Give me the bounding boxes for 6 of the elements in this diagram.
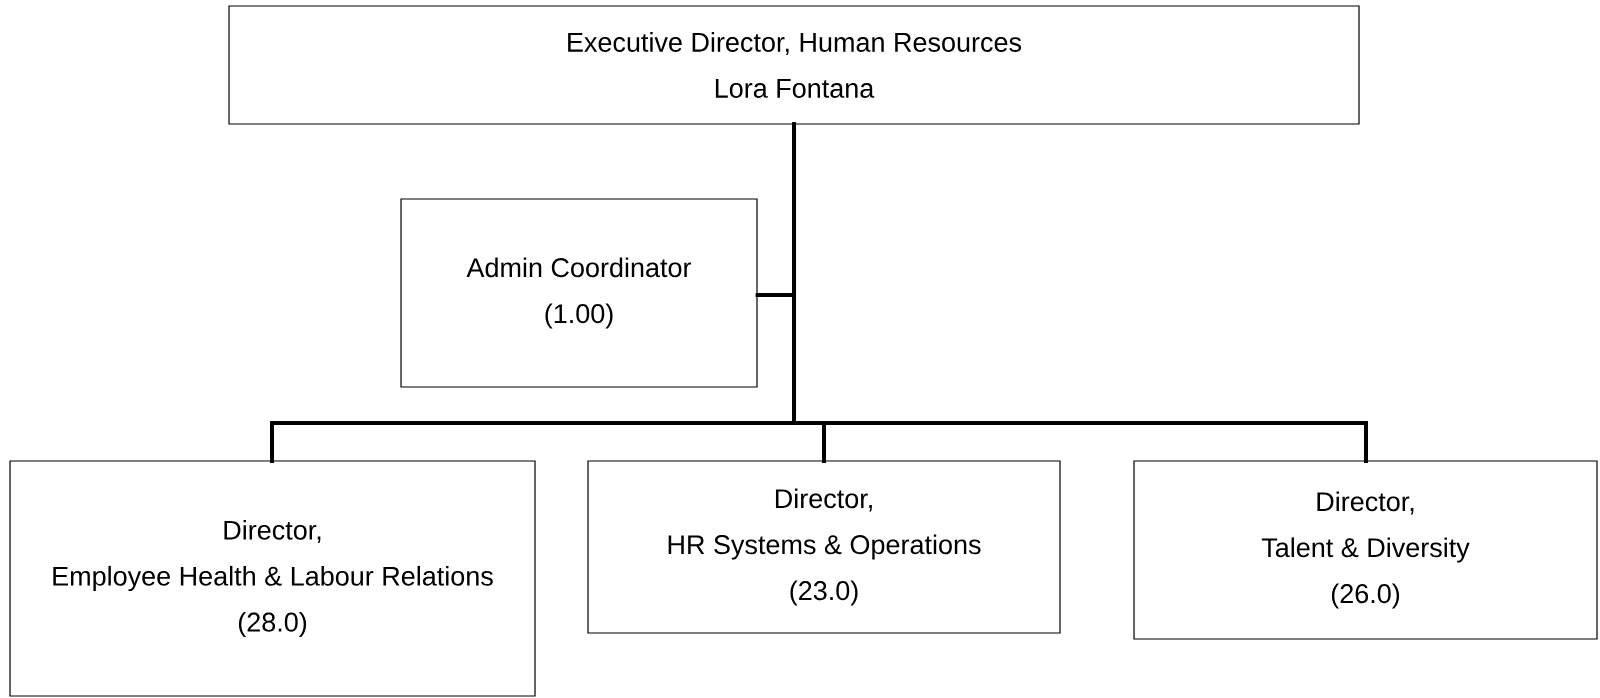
- connector-line: [792, 122, 1368, 463]
- org-box: Director, Employee Health & Labour Relations (28.0): [9, 460, 536, 697]
- org-box: Admin Coordinator (1.00): [400, 198, 758, 388]
- org-box: Director, HR Systems & Operations (23.0): [587, 460, 1061, 634]
- org-box: Director, Talent & Diversity (26.0): [1133, 460, 1598, 640]
- org-box: Executive Director, Human Resources Lora Fontana: [228, 5, 1360, 125]
